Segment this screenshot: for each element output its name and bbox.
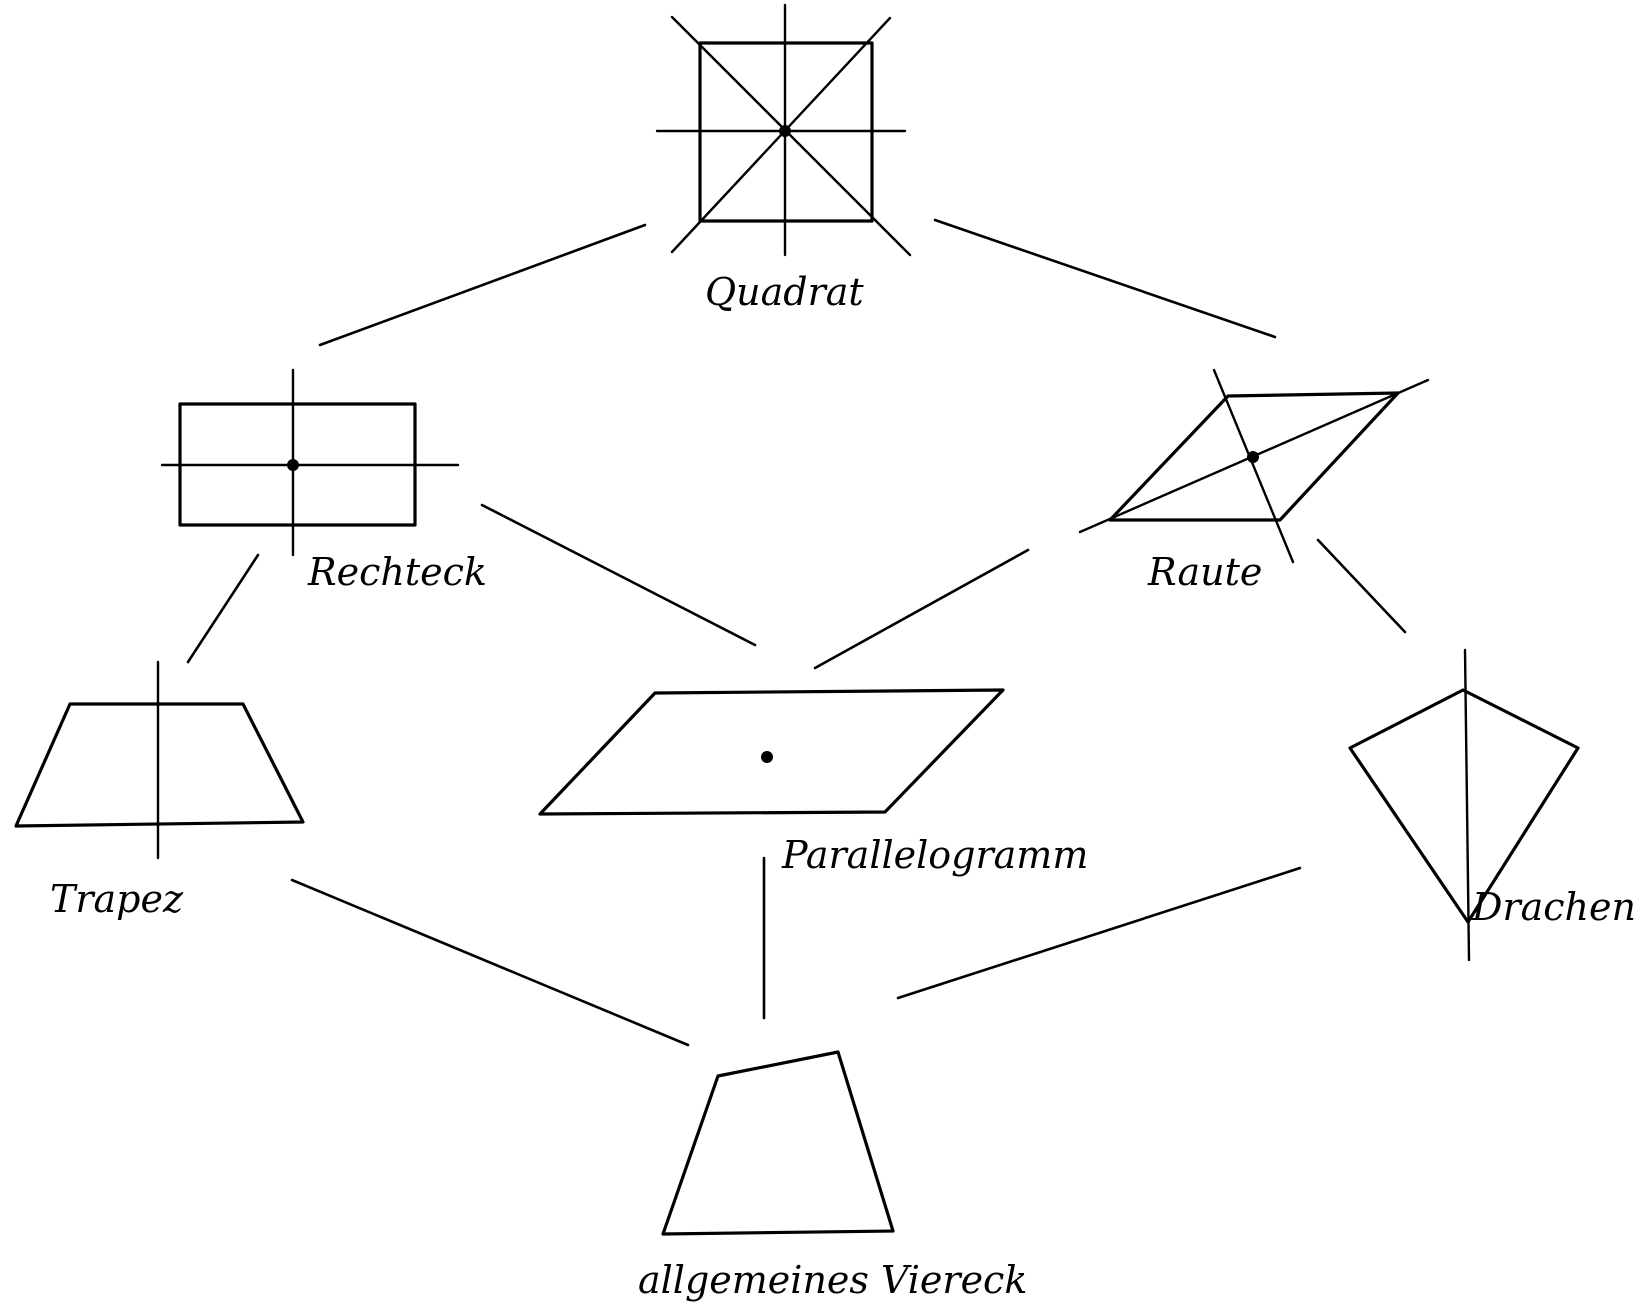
connector-quadrat-raute [933,218,1277,339]
allgemeines-viereck-figure [661,1050,895,1236]
rechteck-center-point [287,459,299,471]
label-allgemeines-viereck: allgemeines Viereck [638,1258,1027,1302]
label-parallelogramm: Parallelogramm [781,833,1088,877]
raute-diagonal-short [1212,368,1295,564]
connector-drachen-viereck [896,866,1302,1000]
label-rechteck: Rechteck [307,550,487,594]
quadrat-center-point [779,125,791,137]
trapez-figure [14,660,305,860]
raute-rhombus [1108,391,1400,522]
connector-trapez-viereck [290,878,690,1047]
drachen-symmetry-axis [1463,648,1471,962]
connectors [186,218,1407,1047]
connector-rechteck-parallelogramm [480,503,757,647]
quadrat-figure [655,3,912,257]
parallelogramm-center-point [761,751,773,763]
trapez-shape [14,702,305,828]
raute-center-point [1247,451,1259,463]
label-drachen: Drachen [1471,885,1636,929]
connector-raute-drachen [1316,538,1407,634]
connector-raute-parallelogramm [813,548,1030,670]
parallelogramm-figure [538,688,1005,816]
drachen-figure [1348,648,1580,962]
allgemeines-viereck-shape [661,1050,895,1236]
parallelogramm-shape [538,688,1005,816]
label-raute: Raute [1147,550,1262,594]
connector-quadrat-rechteck [318,223,647,347]
quadrat-diagonal-1 [670,15,912,257]
connector-rechteck-trapez [186,553,260,664]
labels: Quadrat Rechteck Raute Trapez Parallelog… [50,270,1636,1302]
rechteck-figure [160,368,460,557]
raute-figure [1078,368,1430,564]
label-quadrat: Quadrat [705,270,864,314]
label-trapez: Trapez [50,877,184,921]
